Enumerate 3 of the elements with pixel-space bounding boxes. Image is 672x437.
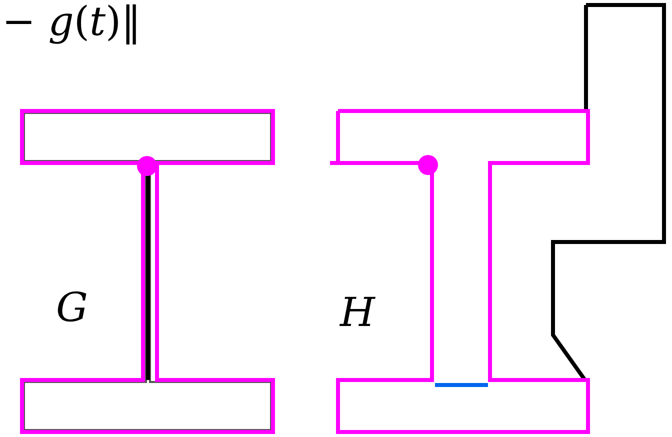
shape-label: G: [56, 288, 88, 328]
shape-label: H: [340, 293, 375, 333]
formula-text: − g(t)‖: [2, 2, 142, 42]
